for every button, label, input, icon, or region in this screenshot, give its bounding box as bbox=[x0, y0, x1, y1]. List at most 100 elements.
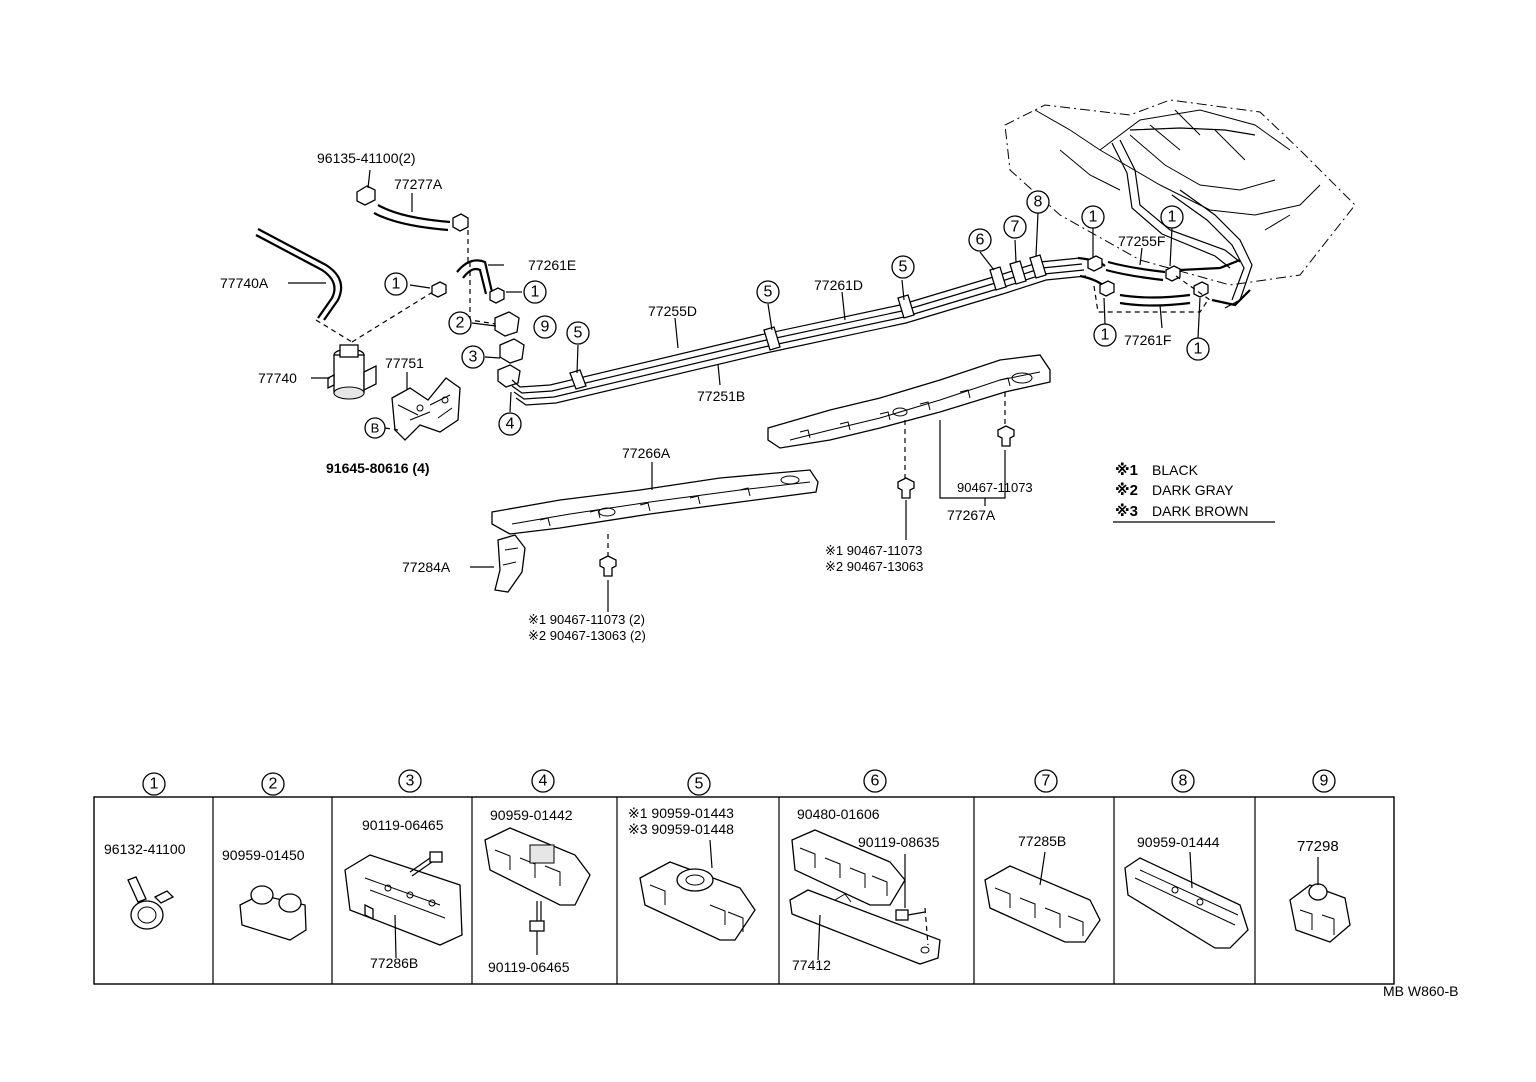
table-header-5: 5 bbox=[687, 772, 711, 796]
clip-90467-a-icon bbox=[997, 425, 1015, 447]
label-77267A: 77267A bbox=[947, 507, 996, 523]
svg-text:3: 3 bbox=[469, 349, 478, 366]
circle-num-5a: 5 bbox=[566, 321, 590, 345]
svg-text:1: 1 bbox=[150, 776, 159, 793]
table-header-9: 9 bbox=[1312, 769, 1336, 793]
screw-90119-08635-icon bbox=[895, 909, 926, 921]
fuel-line-protectors bbox=[470, 354, 1051, 612]
label-77255F: 77255F bbox=[1118, 233, 1165, 249]
label-77261E: 77261E bbox=[528, 257, 576, 273]
detail-table: 1 2 3 4 5 6 7 8 9 96132-41100 90959-0145… bbox=[93, 769, 1395, 985]
circle-num-2: 2 bbox=[448, 311, 472, 335]
table-header-2: 2 bbox=[261, 772, 285, 796]
label-77251B: 77251B bbox=[697, 388, 745, 404]
label-77284A: 77284A bbox=[402, 559, 451, 575]
footer-code: MB W860-B bbox=[1383, 983, 1458, 999]
cell4-part-bottom: 90119-06465 bbox=[488, 959, 570, 975]
label-77261D: 77261D bbox=[814, 277, 863, 293]
svg-text:3: 3 bbox=[406, 773, 415, 790]
clip-90959-01444-icon bbox=[1124, 857, 1249, 949]
circle-num-3: 3 bbox=[461, 345, 485, 369]
svg-text:6: 6 bbox=[976, 232, 985, 249]
cell5-part-top: ※1 90959-01443 bbox=[628, 805, 734, 821]
color-legend: ※1 BLACK ※2 DARK GRAY ※3 DARK BROWN bbox=[1113, 461, 1275, 523]
clip-90959-01450-icon bbox=[239, 885, 307, 941]
cell1-part: 96132-41100 bbox=[104, 841, 186, 857]
legend-mark-1: ※1 bbox=[1115, 461, 1138, 479]
table-header-3: 3 bbox=[398, 769, 422, 793]
bolt-90119-06465-icon bbox=[529, 901, 545, 955]
clip-77285B-icon bbox=[984, 865, 1101, 943]
label-96135: 96135-41100(2) bbox=[317, 150, 416, 166]
svg-text:4: 4 bbox=[506, 416, 515, 433]
svg-text:9: 9 bbox=[1320, 773, 1329, 790]
circle-num-7: 7 bbox=[1003, 215, 1027, 239]
circle-num-5c: 5 bbox=[891, 255, 915, 279]
clamp-96135-icon bbox=[356, 185, 376, 206]
label-77266A: 77266A bbox=[622, 445, 671, 461]
cell7-part: 77285B bbox=[1018, 833, 1066, 849]
svg-text:7: 7 bbox=[1011, 219, 1020, 236]
canister-77740-icon bbox=[327, 344, 377, 400]
svg-text:1: 1 bbox=[392, 276, 401, 293]
circle-num-1d: 1 bbox=[1160, 205, 1184, 229]
callouts: 96135-41100(2) 77277A 77740A 77261E 7774… bbox=[220, 150, 1171, 643]
table-header-1: 1 bbox=[142, 772, 166, 796]
table-header-4: 4 bbox=[531, 769, 555, 793]
bracket-77751-icon bbox=[391, 377, 461, 441]
fuel-tank-drawing bbox=[1004, 99, 1356, 309]
cell2-part: 90959-01450 bbox=[222, 847, 305, 863]
cell3-part-bottom: 77286B bbox=[370, 955, 418, 971]
label-low-2: ※2 90467-13063 (2) bbox=[528, 628, 646, 643]
label-low-1: ※1 90467-11073 (2) bbox=[528, 612, 645, 627]
cell6-part-c: 77412 bbox=[792, 957, 831, 973]
cell3-part-top: 90119-06465 bbox=[362, 817, 444, 833]
label-77751: 77751 bbox=[385, 355, 424, 371]
svg-text:1: 1 bbox=[1089, 209, 1098, 226]
cell6-part-b: 90119-08635 bbox=[858, 834, 940, 850]
circle-num-8: 8 bbox=[1026, 190, 1050, 214]
table-header-7: 7 bbox=[1034, 769, 1058, 793]
cell6-part-a: 90480-01606 bbox=[797, 806, 880, 822]
label-91645: 91645-80616 (4) bbox=[326, 460, 430, 476]
bolt-90119-icon bbox=[409, 851, 443, 877]
circle-num-4: 4 bbox=[498, 412, 522, 436]
svg-text:2: 2 bbox=[269, 776, 278, 793]
table-header-8: 8 bbox=[1171, 769, 1195, 793]
legend-color-1: BLACK bbox=[1152, 462, 1199, 478]
label-mid-1: ※1 90467-11073 bbox=[825, 543, 922, 558]
clip-90480-01606-icon bbox=[791, 829, 906, 906]
svg-text:1: 1 bbox=[1101, 327, 1110, 344]
legend-color-2: DARK GRAY bbox=[1152, 482, 1234, 498]
circle-num-1b: 1 bbox=[523, 280, 547, 304]
svg-text:2: 2 bbox=[456, 315, 465, 332]
circle-num-1a: 1 bbox=[384, 272, 408, 296]
legend-color-3: DARK BROWN bbox=[1152, 503, 1248, 519]
label-B: B bbox=[371, 421, 380, 436]
circle-num-9: 9 bbox=[533, 315, 557, 339]
table-header-6: 6 bbox=[863, 769, 887, 793]
svg-text:5: 5 bbox=[764, 284, 773, 301]
svg-text:8: 8 bbox=[1034, 194, 1043, 211]
label-77255D: 77255D bbox=[648, 303, 697, 319]
clip-90467-c-icon bbox=[599, 555, 617, 577]
clamp-96132-icon bbox=[127, 876, 175, 930]
bracket-77412-icon bbox=[789, 889, 941, 965]
svg-text:1: 1 bbox=[531, 284, 540, 301]
cell5-part-bottom: ※3 90959-01448 bbox=[628, 821, 734, 837]
svg-text:7: 7 bbox=[1042, 773, 1051, 790]
label-77740A: 77740A bbox=[220, 275, 269, 291]
svg-text:1: 1 bbox=[1194, 341, 1203, 358]
circle-num-5b: 5 bbox=[756, 280, 780, 304]
label-77740: 77740 bbox=[258, 370, 297, 386]
cell8-part: 90959-01444 bbox=[1137, 834, 1220, 850]
svg-text:5: 5 bbox=[574, 325, 583, 342]
legend-mark-2: ※2 bbox=[1115, 481, 1138, 499]
svg-text:9: 9 bbox=[541, 319, 550, 336]
clip-90959-01443-icon bbox=[639, 861, 756, 941]
circle-num-6: 6 bbox=[968, 228, 992, 252]
label-mid-2: ※2 90467-13063 bbox=[825, 559, 923, 574]
circle-num-1e: 1 bbox=[1093, 323, 1117, 347]
circle-num-1c: 1 bbox=[1081, 205, 1105, 229]
